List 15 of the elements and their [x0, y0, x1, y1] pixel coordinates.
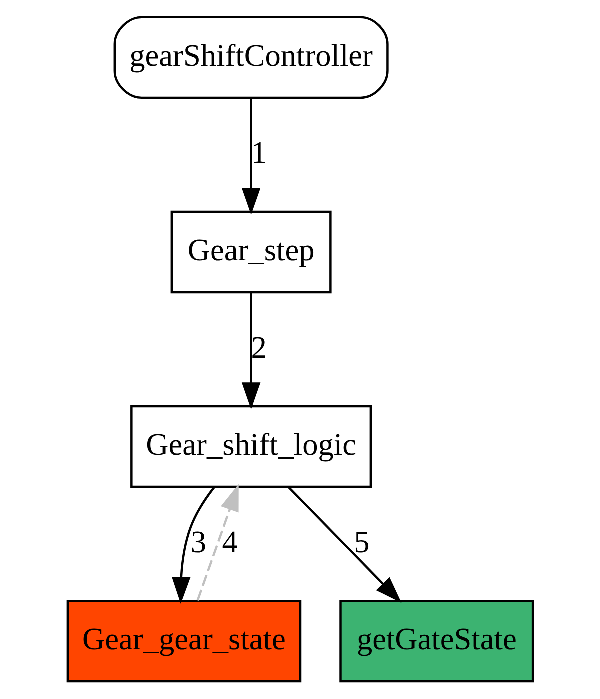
- node-box: getGateState: [339, 600, 534, 683]
- edge-label: 3: [190, 524, 206, 560]
- node-box: gearShiftController: [113, 16, 388, 100]
- edge-label: 1: [250, 135, 266, 170]
- arrow: [241, 292, 260, 410]
- edge-label: 4: [222, 524, 238, 560]
- edge-label: 2: [250, 330, 266, 365]
- node-box: Gear_shift_logic: [130, 405, 372, 488]
- arrow: [288, 486, 402, 604]
- node-box: Gear_gear_state: [66, 600, 302, 683]
- edge-label: 5: [354, 524, 370, 560]
- arrow: [196, 484, 238, 602]
- arrow: [241, 98, 260, 215]
- node-box: Gear_step: [170, 210, 332, 294]
- arrow: [171, 486, 215, 604]
